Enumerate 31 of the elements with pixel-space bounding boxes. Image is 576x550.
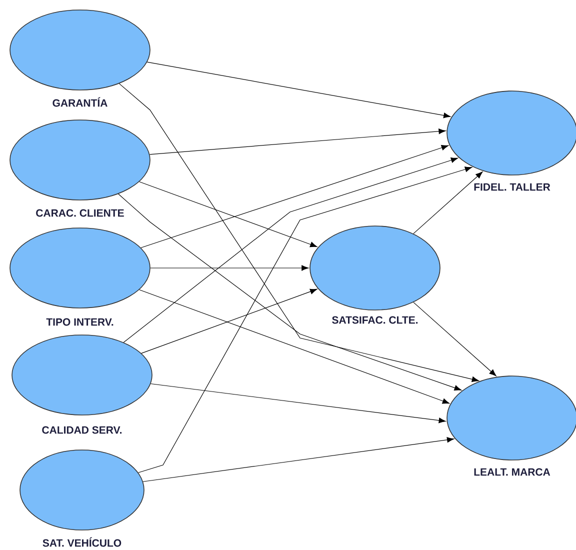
node-label: FIDEL. TALLER bbox=[474, 183, 550, 191]
arrow bbox=[142, 437, 454, 482]
arrow bbox=[118, 83, 479, 382]
node-label: TIPO INTERV. bbox=[46, 318, 114, 326]
arrow bbox=[123, 157, 458, 343]
arrow bbox=[141, 288, 318, 354]
ellipse-node: GARANTÍA bbox=[10, 10, 150, 107]
node-label: CALIDAD SERV. bbox=[42, 426, 122, 434]
arrow bbox=[138, 166, 472, 473]
arrow bbox=[413, 302, 496, 376]
ellipse-node: SATSIFAC. CLTE. bbox=[310, 226, 440, 324]
node-label: SATSIFAC. CLTE. bbox=[332, 316, 418, 324]
arrow bbox=[150, 383, 446, 424]
ellipse-node: CARAC. CLIENTE bbox=[10, 120, 150, 217]
arrow bbox=[139, 181, 318, 248]
arrow bbox=[146, 62, 451, 118]
ellipse-node: LEALT. MARCA bbox=[446, 376, 576, 476]
arrow bbox=[139, 289, 450, 404]
arrow bbox=[140, 144, 448, 248]
arrow bbox=[149, 128, 446, 155]
arrow bbox=[118, 194, 462, 391]
ellipse-node: CALIDAD SERV. bbox=[12, 334, 152, 434]
ellipse-node: FIDEL. TALLER bbox=[446, 90, 576, 191]
node-label: GARANTÍA bbox=[52, 97, 108, 107]
arrow bbox=[150, 265, 309, 271]
ellipse-node: SAT. VEHÍCULO bbox=[20, 450, 144, 547]
node-label: CARAC. CLIENTE bbox=[36, 209, 124, 217]
node-label: SAT. VEHÍCULO bbox=[42, 537, 122, 547]
node-label: LEALT. MARCA bbox=[474, 468, 550, 476]
ellipse-node: TIPO INTERV. bbox=[10, 228, 150, 326]
arrow bbox=[413, 172, 483, 234]
